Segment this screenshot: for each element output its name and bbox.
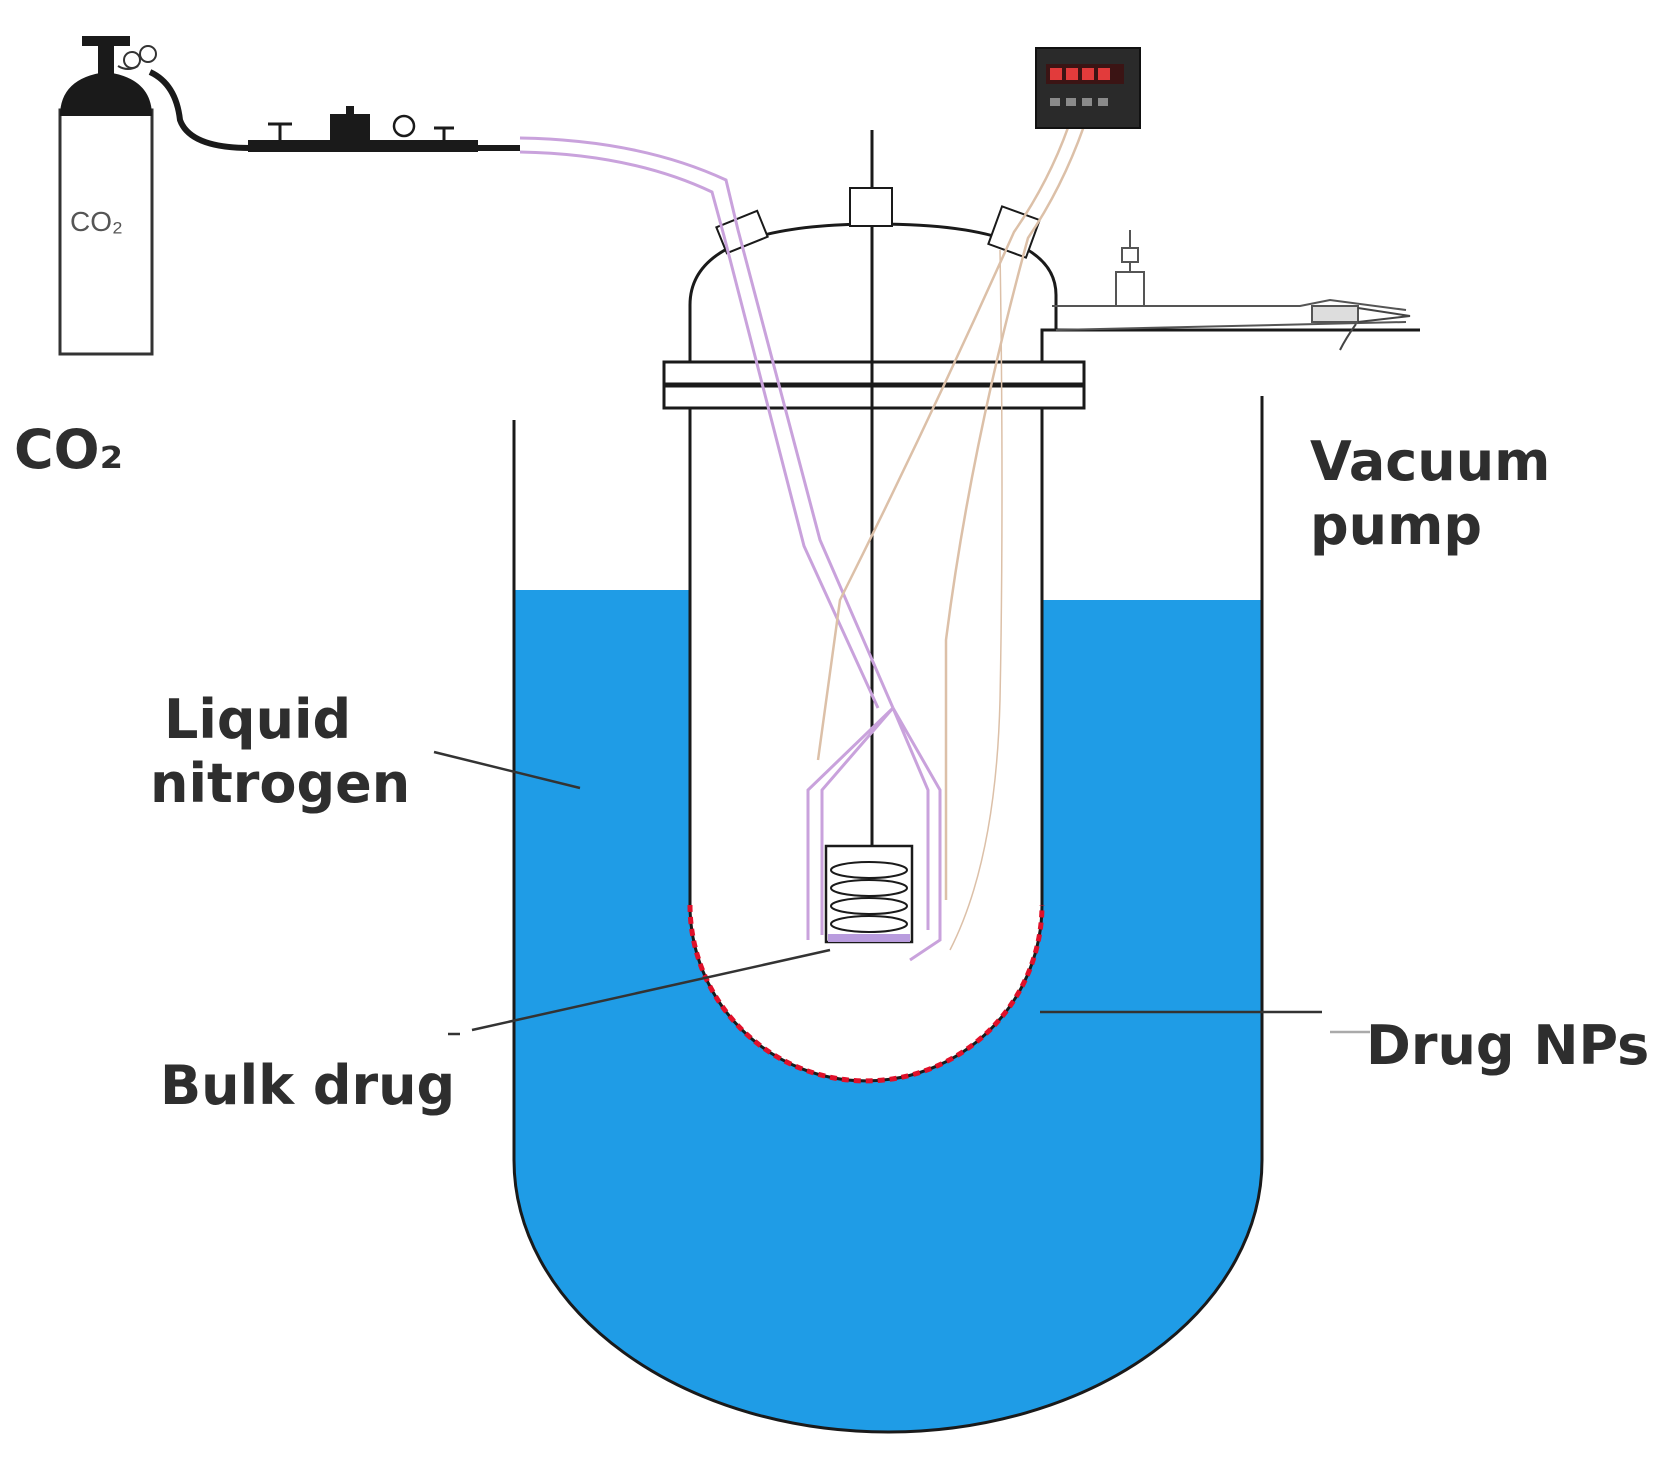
center-port [849,187,893,227]
chamber-flange-top [662,360,1086,386]
sample-basket [824,844,914,944]
thermocouple-wire-2 [944,125,1086,900]
sample-holder [806,706,942,962]
cylinder-label: CO₂ [70,206,123,237]
needle-valve-icon [268,122,292,140]
co2-label: CO₂ [14,418,124,481]
stirrer-assembly [715,130,1041,845]
drug-nps-deposit [687,904,1045,1084]
vacuum-valve-body [1115,271,1145,307]
vacuum-valve-cap [1121,247,1139,263]
dewar-vessel [512,396,1264,1434]
gas-line-rail [248,140,478,152]
chamber-flange-bottom [662,384,1086,410]
controller-display-digits [1050,68,1110,80]
bulk-drug-sample [828,934,910,942]
liquid-nitrogen-leader [433,750,581,790]
pressure-gauge-icon [392,114,416,138]
cylinder-neck [98,44,114,76]
dewar-wall [512,396,1264,1434]
co2-cylinder [58,36,157,356]
cylinder-shoulder [60,72,152,116]
cylinder-body [58,108,154,356]
gas-line [148,69,520,152]
holder-frame-right [891,707,942,962]
liquid-nitrogen-label-line-1: Liquid [164,688,352,751]
vacuum-tube-lower [1055,321,1407,331]
liquid-nitrogen-fill [514,590,1262,1432]
thermocouple-wire-3 [949,249,1003,951]
liquid-nitrogen-label: Liquid nitrogen [150,688,410,815]
liquid-nitrogen-label-line-2: nitrogen [150,751,411,815]
vacuum-line-arrow [1357,307,1411,323]
vacuum-pump-label-line-2: pump [1310,493,1483,557]
co2-tube-inner [519,150,880,709]
thermocouple-wire-1 [816,121,1072,761]
leader-lines [433,750,1370,1036]
vacuum-hose-coupling [1311,305,1359,323]
shutoff-valve-icon [434,126,454,140]
temperature-controller [1035,47,1141,129]
regulator-gauge-icon [117,45,157,70]
controller-body [1035,47,1141,129]
gas-hose [148,69,520,151]
drug-nps-label: Drug NPs [1366,1014,1650,1077]
vacuum-pump-label: Vacuum pump [1310,430,1550,557]
thermocouple-wires [816,121,1086,951]
coil-spring [830,861,908,933]
holder-frame-left [806,706,895,940]
vacuum-hose-hook [1339,323,1357,351]
bulk-drug-leader [471,948,831,1032]
vacuum-line [1052,230,1411,351]
flow-regulator-block [330,114,370,142]
flow-regulator-knob [346,106,354,116]
vacuum-tube-upper [1052,298,1407,311]
cylinder-valve-handle [82,36,130,46]
vacuum-pump-label-line-1: Vacuum [1310,430,1551,493]
controller-buttons [1050,98,1108,106]
co2-tubing [519,136,895,709]
co2-tube-outer [519,136,895,709]
bulk-drug-label: Bulk drug [160,1054,456,1117]
